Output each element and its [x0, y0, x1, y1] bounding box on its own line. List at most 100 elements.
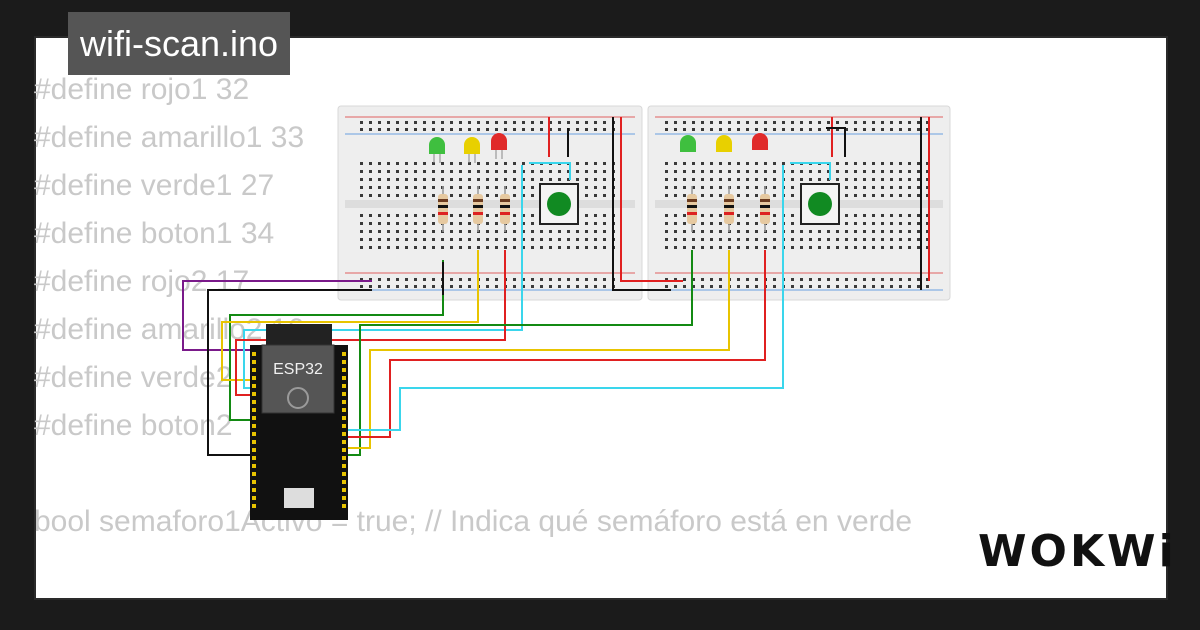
breadboard-hole [899, 178, 902, 181]
breadboard-hole [710, 162, 713, 165]
breadboard-hole [728, 238, 731, 241]
breadboard-hole [423, 238, 426, 241]
breadboard-hole [378, 162, 381, 165]
breadboard-hole [360, 238, 363, 241]
esp32-pin [342, 392, 346, 396]
breadboard-hole [899, 230, 902, 233]
breadboard-hole [800, 230, 803, 233]
breadboard-hole [522, 128, 525, 131]
breadboard-hole [854, 170, 857, 173]
breadboard-hole [486, 246, 489, 249]
breadboard-hole [701, 178, 704, 181]
breadboard-hole [827, 230, 830, 233]
breadboard-hole [665, 246, 668, 249]
resistor-icon [760, 186, 770, 232]
breadboard-hole [845, 178, 848, 181]
breadboard-hole [755, 178, 758, 181]
breadboard-hole [594, 238, 597, 241]
breadboard-hole [549, 278, 552, 281]
breadboard-hole [477, 238, 480, 241]
breadboard-hole [755, 186, 758, 189]
breadboard-hole [701, 128, 704, 131]
breadboard-hole [854, 238, 857, 241]
breadboard-hole [773, 186, 776, 189]
breadboard-hole [674, 214, 677, 217]
breadboard-hole [917, 186, 920, 189]
breadboard-hole [863, 246, 866, 249]
breadboard-hole [881, 285, 884, 288]
breadboard-hole [360, 186, 363, 189]
breadboard-hole [522, 170, 525, 173]
breadboard-hole [683, 214, 686, 217]
breadboard-hole [710, 186, 713, 189]
breadboard-hole [495, 128, 498, 131]
breadboard-hole [683, 178, 686, 181]
breadboard-hole [917, 178, 920, 181]
breadboard-hole [710, 230, 713, 233]
breadboard-hole [396, 178, 399, 181]
breadboard-hole [531, 178, 534, 181]
breadboard-hole [549, 128, 552, 131]
breadboard-hole [567, 246, 570, 249]
breadboard-hole [899, 285, 902, 288]
breadboard-hole [441, 121, 444, 124]
breadboard-left [337, 105, 643, 301]
breadboard-hole [450, 170, 453, 173]
breadboard-hole [513, 186, 516, 189]
breadboard-hole [845, 278, 848, 281]
breadboard-hole [908, 194, 911, 197]
breadboard-hole [378, 186, 381, 189]
breadboard-hole [360, 214, 363, 217]
breadboard-hole [863, 170, 866, 173]
breadboard-hole [468, 214, 471, 217]
breadboard-hole [459, 230, 462, 233]
breadboard-hole [585, 222, 588, 225]
breadboard-hole [369, 121, 372, 124]
breadboard-hole [369, 222, 372, 225]
breadboard-hole [486, 222, 489, 225]
breadboard-hole [710, 238, 713, 241]
breadboard-hole [360, 162, 363, 165]
breadboard-hole [369, 128, 372, 131]
breadboard-hole [585, 162, 588, 165]
breadboard-hole [737, 194, 740, 197]
esp32-pin [252, 464, 256, 468]
breadboard-hole [432, 162, 435, 165]
breadboard-hole [719, 194, 722, 197]
breadboard-hole [486, 121, 489, 124]
breadboard-hole [917, 222, 920, 225]
breadboard-hole [594, 178, 597, 181]
breadboard-hole [360, 121, 363, 124]
breadboard-hole [800, 121, 803, 124]
breadboard-hole [423, 278, 426, 281]
pushbutton-icon[interactable] [539, 183, 579, 225]
wokwi-logo: WOKWi [978, 526, 1177, 577]
breadboard-hole [531, 278, 534, 281]
breadboard-hole [387, 214, 390, 217]
breadboard-hole [665, 178, 668, 181]
breadboard-hole [836, 238, 839, 241]
breadboard-hole [917, 194, 920, 197]
breadboard-hole [513, 170, 516, 173]
pushbutton-icon[interactable] [800, 183, 840, 225]
breadboard-hole [800, 246, 803, 249]
breadboard-hole [746, 128, 749, 131]
breadboard-hole [881, 238, 884, 241]
breadboard-hole [540, 121, 543, 124]
breadboard-hole [387, 178, 390, 181]
breadboard-hole [387, 246, 390, 249]
breadboard-hole [845, 170, 848, 173]
breadboard-hole [845, 194, 848, 197]
breadboard-hole [594, 278, 597, 281]
breadboard-hole [881, 178, 884, 181]
breadboard-hole [863, 128, 866, 131]
breadboard-hole [369, 278, 372, 281]
breadboard-hole [773, 178, 776, 181]
esp32-pin [342, 496, 346, 500]
breadboard-hole [809, 178, 812, 181]
breadboard-hole [495, 214, 498, 217]
breadboard-hole [468, 278, 471, 281]
breadboard-hole [423, 121, 426, 124]
breadboard-hole [746, 214, 749, 217]
breadboard-hole [549, 238, 552, 241]
